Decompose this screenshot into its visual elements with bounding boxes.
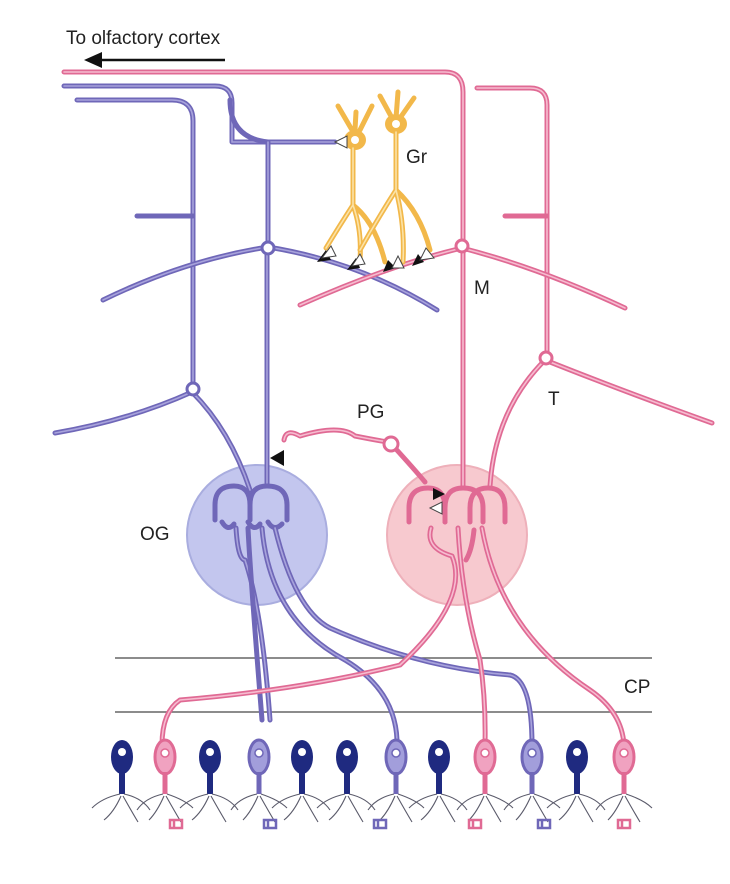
black-arrow-icon [270,450,284,466]
white-arrow-icon [428,501,443,515]
arrow-label: To olfactory cortex [66,28,221,49]
label-granule: Gr [406,147,428,168]
white-arrow-icon [350,253,366,267]
receptor-neuron [367,738,425,830]
receptor-neuron [456,738,514,830]
black-arrow-icon [412,254,424,266]
label-tufted: T [548,389,560,410]
receptor-neuron [91,740,151,823]
receptor-neuron [595,738,653,830]
pink-mitral-soma [454,238,470,254]
label-periglomerular: PG [357,402,384,423]
receptor-neuron [271,740,331,823]
receptor-neuron [179,740,239,823]
white-arrow-icon [320,245,337,259]
granule-cells [323,89,433,265]
periglomerular-soma [382,435,400,453]
arrowhead-icon [84,52,102,68]
label-glomerulus: OG [140,524,170,545]
cribriform-plate [115,657,652,713]
receptor-neuron [316,740,376,823]
blue-neurons [52,83,535,748]
blue-mitral-soma [260,240,276,256]
receptor-neurons [91,738,653,830]
white-arrow-icon [391,254,405,269]
label-mitral: M [474,278,490,299]
receptor-neuron [503,738,561,830]
white-arrow-icon [333,135,348,149]
label-cribriform-plate: CP [624,677,650,698]
output-arrow: To olfactory cortex [66,28,225,68]
white-arrow-icon [419,247,435,261]
black-arrow-icon [433,488,445,500]
black-arrow-icon [383,260,396,272]
receptor-neuron [408,740,468,823]
receptor-neuron [546,740,606,823]
receptor-neuron [230,738,288,830]
blue-tufted-soma [185,381,201,397]
receptor-neuron [136,738,194,830]
synapse-markers [270,135,445,515]
pink-neurons [61,69,715,748]
pink-tufted-soma [538,350,554,366]
